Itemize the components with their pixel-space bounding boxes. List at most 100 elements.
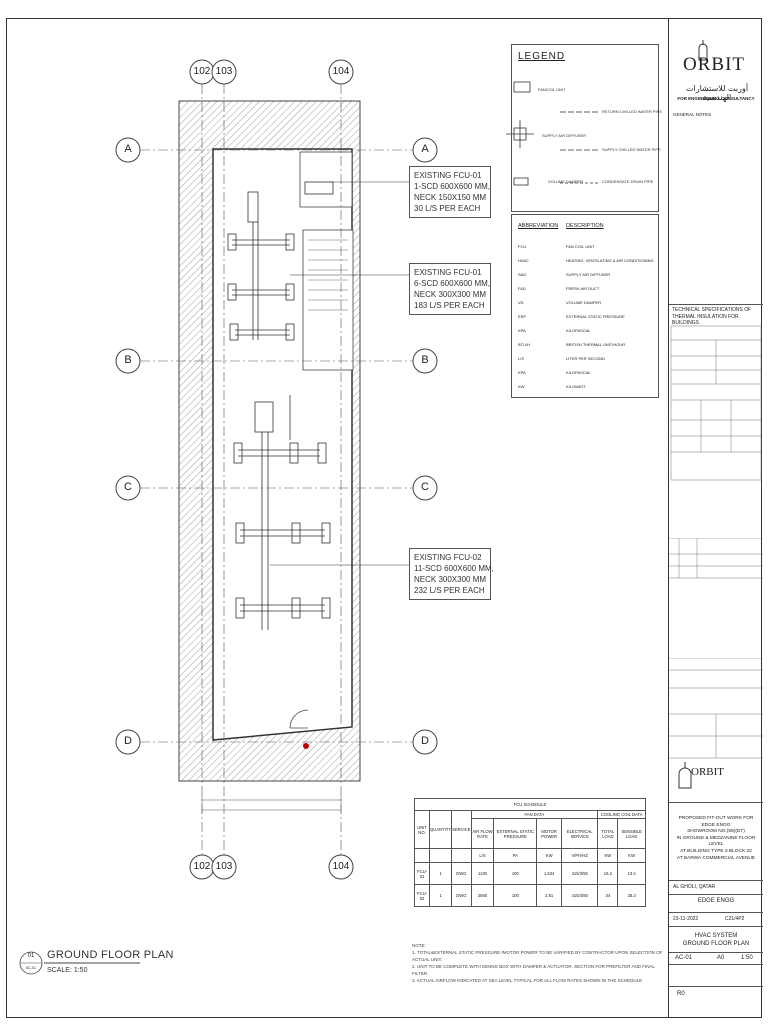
abbreviation-description: KILOPASCAL: [566, 369, 591, 375]
grid-label-102-top: 102: [193, 66, 211, 77]
company-name-english: FOR ENGINEERING CONSULTANCY: [677, 96, 755, 101]
abbreviation-row: HVAC HEATING, VENTILATING & AIR CONDITION…: [518, 253, 654, 267]
abbr-header: ABBREVIATION: [518, 223, 559, 229]
abbreviation-row: FCU FAN COIL UNIT: [518, 239, 654, 253]
legend-symbols: [506, 81, 598, 186]
abbreviation-description: SUPPLY AIR DIFFUSER: [566, 271, 611, 277]
volume-damper-icon: [513, 177, 529, 186]
grid-bubble-c-left: [115, 475, 141, 501]
abbreviation-row: KPA KILOPASCAL: [518, 323, 654, 337]
grid-label-c-left: C: [124, 481, 132, 493]
drawing-title: GROUND FLOOR PLAN: [47, 949, 174, 961]
abbreviation-description: VOLUME DAMPER: [566, 299, 602, 305]
toilet-room: [299, 151, 353, 208]
client-name: EDGE ENGG: [697, 898, 735, 904]
abbreviation-row: KW KILOWATT: [518, 379, 654, 393]
grid-label-102-bottom: 102: [193, 861, 211, 872]
abbreviation-code: SAD: [518, 271, 527, 277]
abbreviation-description: HEATING, VENTILATING & AIR CONDITIONING: [566, 257, 654, 263]
drawing-scale: SCALE: 1:50: [47, 967, 88, 974]
abbreviation-row: VD VOLUME DAMPER: [518, 295, 654, 309]
grid-bubble-b-left: [115, 348, 141, 374]
grid-bubble-d-right: [412, 729, 438, 755]
abbreviation-code: FAD: [518, 285, 526, 291]
abbreviation-list: FCU FAN COIL UNIT HVAC HEATING, VENTILATING…: [518, 239, 654, 393]
note-line: 1. TOTAL&EXTERNAL STATIC PRESSURE /MOTOR…: [412, 950, 663, 962]
abbreviation-code: KW: [518, 383, 525, 389]
sheet-scale: 1:50: [741, 955, 753, 961]
callout-leaders: [270, 181, 409, 566]
abbreviation-description: FAN COIL UNIT: [566, 243, 595, 249]
notes: NOTE: 1. TOTAL&EXTERNAL STATIC PRESSURE …: [412, 942, 664, 984]
note-line: 2. UNIT TO BE COMPLETE WITH MIXING BOX W…: [412, 964, 655, 976]
note-line: 3. ACTUAL AIRFLOW INDICATED AT SEA LEVEL…: [412, 978, 643, 983]
drawing-number: 01: [27, 953, 35, 959]
abbreviation-code: FCU: [518, 243, 527, 249]
abbreviation-code: KPA: [518, 369, 526, 375]
grid-label-a-right: A: [421, 143, 429, 155]
sched-h-fan: FAN DATA: [470, 810, 599, 819]
sched-h-qty: QUANTITY: [429, 810, 453, 849]
grid-bubble-a-left: [115, 137, 141, 163]
dimension-lines: [201, 796, 342, 814]
desc-header: DESCRIPTION: [566, 223, 604, 229]
abbreviation-code: BTU/H: [518, 341, 530, 347]
title-block: ORBIT أوربت للاستشارات الهندسية FOR ENGI…: [668, 18, 763, 1018]
grid-label-b-left: B: [124, 354, 132, 366]
company-name-arabic: أوربت للاستشارات الهندسية: [685, 84, 749, 102]
sched-h-motor: MOTOR POWER: [536, 818, 563, 849]
small-mosque-logo-icon: [675, 760, 695, 790]
sched-h-unit: UNIT NO.: [413, 810, 431, 849]
grid-label-a-left: A: [124, 143, 132, 155]
abbreviation-code: ESP: [518, 313, 527, 319]
grid-lines: [140, 84, 413, 860]
revision: R0: [677, 991, 685, 997]
grid-label-103-bottom: 103: [215, 861, 233, 872]
legend-item-return-pipe: RETURN CHILLED WATER PIPE: [602, 109, 663, 114]
abbreviation-code: HVAC: [518, 257, 529, 263]
abbreviation-code: VD: [518, 299, 524, 305]
abbreviation-box: ABBREVIATION DESCRIPTION FCU FAN COIL UNI…: [511, 214, 659, 398]
small-logo-text: ORBIT: [691, 766, 724, 778]
sched-h-coil: COOLING COIL DATA: [597, 810, 646, 819]
legend-item-supply-pipe: SUPPLY CHILLED WATER PIPE: [602, 147, 661, 152]
insulation-spec-table: [669, 324, 763, 482]
sheet-size: A0: [717, 955, 725, 961]
abbreviation-description: EXTERNAL STATIC PRESSURE: [566, 313, 625, 319]
schedule-title: FCU SCHEDULE: [414, 798, 646, 811]
legend-item-fancoil: FANCOIL UNIT: [538, 87, 566, 92]
notes-title: NOTE:: [412, 943, 426, 948]
sched-h-airflow: AIR FLOW RATE: [470, 818, 495, 849]
grid-bubble-c-right: [412, 475, 438, 501]
sched-h-esp: EXTERNAL STATIC PRESSURE: [493, 818, 538, 849]
grid-bubble-d-left: [115, 729, 141, 755]
location: AL GHOLI, QATAR: [673, 884, 716, 890]
grid-bubble-104-top: [328, 59, 354, 85]
logo-text: ORBIT: [683, 54, 745, 75]
sched-h-elec: ELECTRICAL SERVICE: [561, 818, 599, 849]
grid-label-104-bottom: 104: [332, 861, 350, 872]
abbreviation-description: KILOPASCAL: [566, 327, 591, 333]
duct-system-lower: [233, 395, 331, 630]
grid-bubble-103-bottom: [211, 854, 237, 880]
general-notes-title: GENERAL NOTES: [673, 112, 712, 117]
grid-bubble-a-right: [412, 137, 438, 163]
sched-h-service: SERVICE: [451, 810, 472, 849]
issue-date: 23-11-2022: [673, 916, 699, 922]
grid-label-c-right: C: [421, 481, 429, 493]
abbreviation-code: KPA: [518, 327, 526, 333]
abbreviation-row: KPA KILOPASCAL: [518, 365, 654, 379]
legend-item-supply-diffuser: SUPPLY AIR DIFFUSER: [542, 133, 587, 138]
grid-bubble-103-top: [211, 59, 237, 85]
sched-h-total: TOTAL LOAD: [597, 818, 619, 849]
abbreviation-description: KILOWATT: [566, 383, 586, 389]
grid-label-d-left: D: [124, 735, 132, 747]
